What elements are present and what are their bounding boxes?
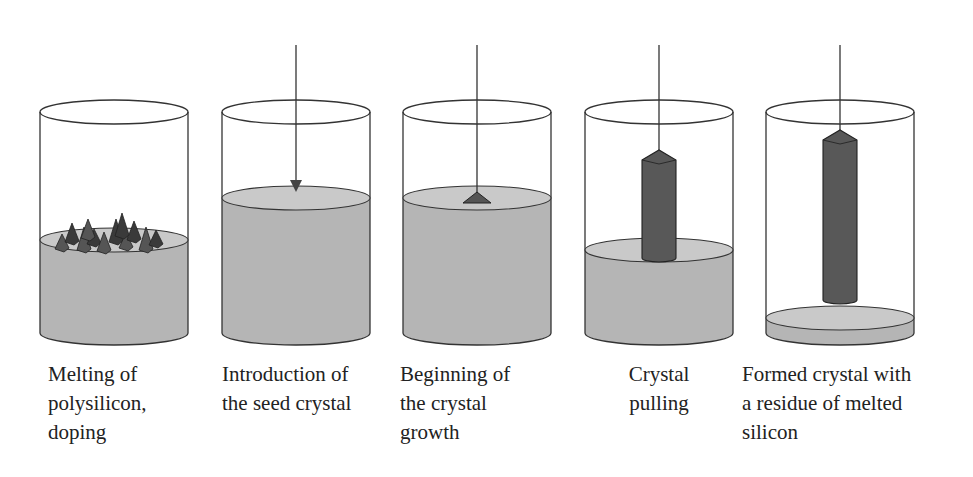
crucible-wall xyxy=(913,112,914,333)
crucible xyxy=(403,45,551,345)
polysilicon-chunk xyxy=(149,230,163,248)
silicon-ingot xyxy=(823,130,857,304)
crucible-bottom xyxy=(222,333,370,345)
crucible xyxy=(766,45,914,345)
crucible-wall xyxy=(732,112,733,333)
crucible-bottom xyxy=(766,333,914,345)
crucible-bottom xyxy=(40,333,188,345)
pull-rod xyxy=(839,45,840,130)
pull-rod xyxy=(476,45,477,193)
seed-arrowhead xyxy=(290,180,302,192)
step-caption: Beginning of the crystal growth xyxy=(400,360,535,447)
melt-body xyxy=(585,250,733,345)
crucible-wall xyxy=(584,112,585,333)
seed-crystal xyxy=(463,192,491,203)
crucible-wall xyxy=(39,112,40,333)
crucible-wall xyxy=(402,112,403,333)
step-caption: Introduction of the seed crystal xyxy=(222,360,352,418)
ingot-edge xyxy=(823,140,857,144)
polysilicon-chunk xyxy=(115,213,129,239)
step-caption: Formed crystal with a residue of melted … xyxy=(742,360,922,447)
polysilicon-chunk xyxy=(81,219,95,241)
step-caption: Melting of polysilicon, doping xyxy=(48,360,178,447)
crucible-wall xyxy=(369,112,370,333)
polysilicon-chunk xyxy=(97,232,111,254)
crucible-wall xyxy=(550,112,551,333)
ingot-edge xyxy=(642,160,676,164)
crucible xyxy=(222,45,370,345)
melt-body xyxy=(222,198,370,345)
pull-rod xyxy=(295,45,296,182)
silicon-ingot xyxy=(642,150,676,262)
polysilicon-chunk xyxy=(65,223,79,245)
crucible-rim xyxy=(40,100,188,124)
crucible-bottom xyxy=(585,333,733,345)
crucible-bottom xyxy=(403,333,551,345)
crucible-wall xyxy=(187,112,188,333)
crucible xyxy=(585,45,733,345)
crucible-wall xyxy=(221,112,222,333)
melt-surface xyxy=(766,306,914,330)
melt-body xyxy=(403,198,551,345)
melt-body xyxy=(40,240,188,345)
polysilicon-chunk xyxy=(127,221,141,243)
step-caption: Crystal pulling xyxy=(609,360,709,418)
crucible-wall xyxy=(765,112,766,333)
crucible xyxy=(40,100,188,345)
pull-rod xyxy=(658,45,659,150)
